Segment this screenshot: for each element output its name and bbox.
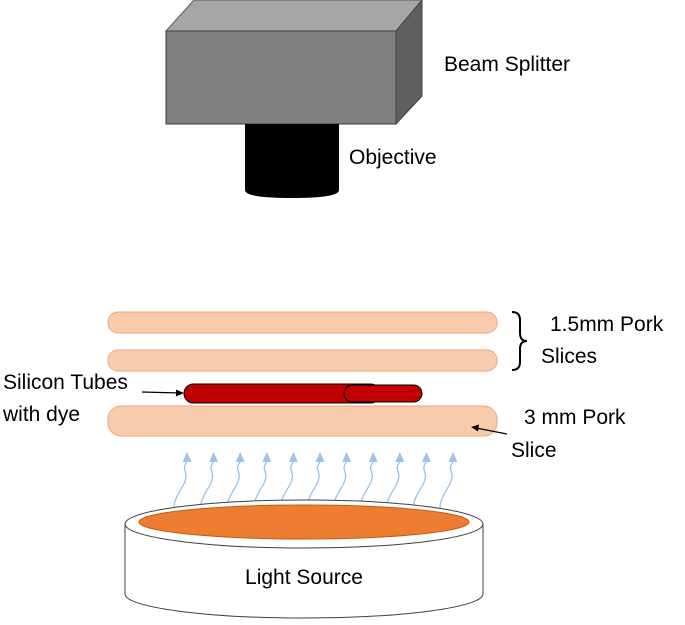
beam-splitter-top-face bbox=[164, 0, 423, 32]
light-arrow bbox=[412, 452, 431, 516]
light-arrow bbox=[439, 452, 458, 516]
objective-label: Objective bbox=[349, 146, 437, 169]
pork-top-label-line2: Slices bbox=[541, 345, 597, 368]
pork-slice-bottom bbox=[107, 405, 498, 437]
light-arrow bbox=[226, 452, 245, 516]
light-arrow bbox=[199, 452, 219, 516]
pork-slice-top-2 bbox=[107, 349, 498, 372]
beam-splitter bbox=[164, 0, 423, 126]
tubes-pointer-arrowhead bbox=[176, 389, 184, 397]
light-arrow bbox=[173, 452, 192, 516]
light-arrow bbox=[386, 452, 405, 516]
pork-bottom-pointer-arrow bbox=[475, 427, 508, 435]
light-arrows bbox=[173, 452, 458, 516]
pork-bottom-label-line2: Slice bbox=[511, 439, 557, 462]
silicon-tubes bbox=[183, 383, 423, 404]
light-source bbox=[124, 499, 484, 619]
tubes-label-line2: with dye bbox=[2, 403, 80, 426]
pork-bottom-pointer-arrowhead bbox=[471, 424, 479, 432]
beam-splitter-front-face bbox=[165, 30, 397, 125]
silicon-tube-right bbox=[343, 384, 423, 403]
pork-slices-bracket bbox=[511, 311, 528, 371]
light-source-label: Light Source bbox=[245, 566, 363, 589]
light-source-emitting-surface bbox=[138, 504, 470, 540]
light-source-body bbox=[124, 524, 484, 619]
pork-slice-top-1 bbox=[107, 311, 498, 334]
tubes-pointer-arrow bbox=[141, 391, 181, 394]
pork-bottom-label-line1: 3 mm Pork bbox=[524, 406, 626, 429]
light-arrow bbox=[359, 452, 378, 516]
light-arrow bbox=[253, 452, 272, 516]
tubes-label-line1: Silicon Tubes bbox=[3, 371, 128, 394]
beam-splitter-label: Beam Splitter bbox=[444, 53, 570, 76]
pork-top-label-line1: 1.5mm Pork bbox=[550, 313, 664, 336]
light-arrow bbox=[332, 452, 352, 516]
objective bbox=[245, 124, 339, 198]
